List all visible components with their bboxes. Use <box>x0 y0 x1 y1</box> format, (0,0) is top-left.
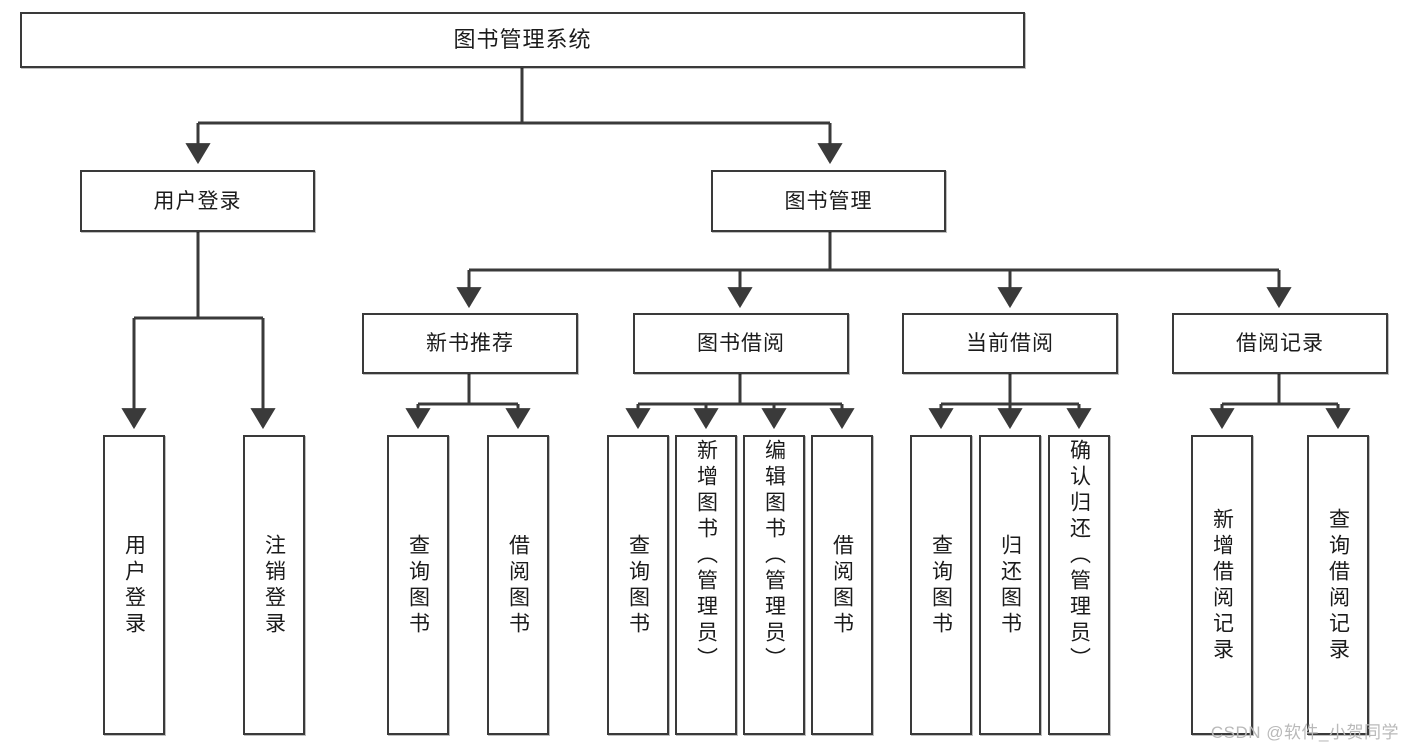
node-leaf-label: 查询图书 <box>406 534 430 638</box>
node-user-login[interactable]: 用户登录 <box>80 170 315 232</box>
node-borrow-record[interactable]: 借阅记录 <box>1172 313 1388 374</box>
node-leaf-label: 查询图书 <box>626 534 650 638</box>
node-book-borrow[interactable]: 图书借阅 <box>633 313 849 374</box>
node-leaf-label: 借阅图书 <box>830 534 854 638</box>
node-leaf-label: 用户登录 <box>122 534 146 638</box>
node-leaf-current-query[interactable]: 查询图书 <box>910 435 972 735</box>
node-new-book-recommend[interactable]: 新书推荐 <box>362 313 578 374</box>
node-leaf-label: 新增图书（管理员） <box>694 439 718 673</box>
node-leaf-new-book-borrow[interactable]: 借阅图书 <box>487 435 549 735</box>
node-leaf-current-confirm-return-admin[interactable]: 确认归还（管理员） <box>1048 435 1110 735</box>
node-leaf-label: 归还图书 <box>998 534 1022 638</box>
node-borrow-record-label: 借阅记录 <box>1236 332 1324 355</box>
node-leaf-borrow-borrow-book[interactable]: 借阅图书 <box>811 435 873 735</box>
node-leaf-new-book-query[interactable]: 查询图书 <box>387 435 449 735</box>
node-leaf-user-login-signout[interactable]: 注销登录 <box>243 435 305 735</box>
node-leaf-label: 新增借阅记录 <box>1210 508 1234 664</box>
node-new-book-recommend-label: 新书推荐 <box>426 332 514 355</box>
node-root-system[interactable]: 图书管理系统 <box>20 12 1025 68</box>
node-leaf-label: 确认归还（管理员） <box>1067 439 1091 673</box>
node-leaf-borrow-edit-book-admin[interactable]: 编辑图书（管理员） <box>743 435 805 735</box>
node-user-login-label: 用户登录 <box>153 189 242 213</box>
node-leaf-label: 注销登录 <box>262 534 286 638</box>
node-leaf-current-return[interactable]: 归还图书 <box>979 435 1041 735</box>
node-book-management[interactable]: 图书管理 <box>711 170 946 232</box>
node-leaf-borrow-query[interactable]: 查询图书 <box>607 435 669 735</box>
node-leaf-label: 借阅图书 <box>506 534 530 638</box>
node-leaf-borrow-add-book-admin[interactable]: 新增图书（管理员） <box>675 435 737 735</box>
node-leaf-label: 查询借阅记录 <box>1326 508 1350 664</box>
node-book-borrow-label: 图书借阅 <box>697 332 785 355</box>
node-leaf-user-login-signin[interactable]: 用户登录 <box>103 435 165 735</box>
node-leaf-label: 查询图书 <box>929 534 953 638</box>
node-leaf-record-query[interactable]: 查询借阅记录 <box>1307 435 1369 735</box>
node-current-borrow[interactable]: 当前借阅 <box>902 313 1118 374</box>
node-book-management-label: 图书管理 <box>784 189 873 213</box>
node-root-system-label: 图书管理系统 <box>453 27 592 52</box>
node-leaf-label: 编辑图书（管理员） <box>762 439 786 673</box>
node-leaf-record-add[interactable]: 新增借阅记录 <box>1191 435 1253 735</box>
node-current-borrow-label: 当前借阅 <box>966 332 1054 355</box>
